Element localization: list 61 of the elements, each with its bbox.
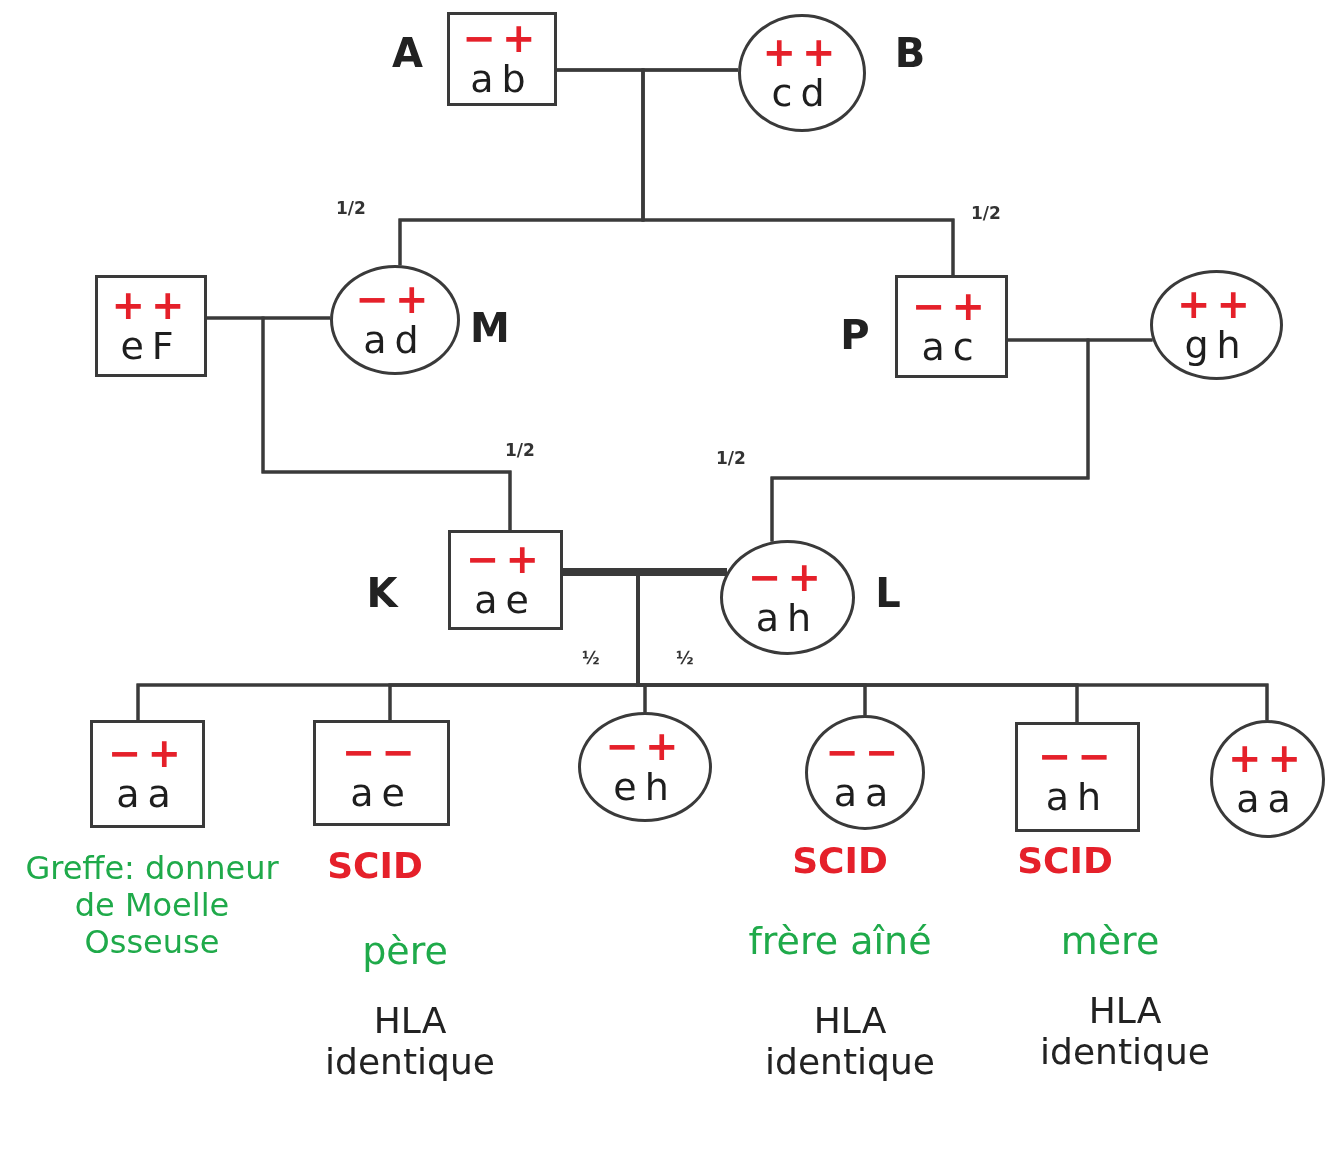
allele-letters: ah <box>1045 776 1110 818</box>
relation-label: père <box>361 930 449 974</box>
pedigree-line <box>641 68 955 275</box>
allele-letters: aa <box>116 773 179 815</box>
probability-label: ½ <box>582 648 600 668</box>
genotype-signs: −+ <box>912 285 991 326</box>
pedigree-square <box>90 720 205 828</box>
allele-letters: ae <box>474 579 537 621</box>
allele-letters: aa <box>1236 778 1299 820</box>
donor-note: Greffe: donneur de Moelle Osseuse <box>24 850 280 961</box>
allele-letters: ae <box>350 772 413 814</box>
probability-label: 1/2 <box>716 448 746 468</box>
allele-letters: eF <box>120 325 182 367</box>
allele-letters: cd <box>771 72 833 114</box>
genotype-signs: −+ <box>605 726 685 766</box>
hla-note: HLA identique <box>324 1000 496 1083</box>
genotype-signs: ++ <box>1228 738 1307 778</box>
allele-letters: ad <box>363 319 427 361</box>
pedigree-square <box>95 275 207 377</box>
diagnosis-label: SCID <box>1016 840 1114 882</box>
genotype-signs: −+ <box>108 733 187 773</box>
pedigree-square <box>895 275 1008 378</box>
genotype-signs: ++ <box>111 285 191 325</box>
genotype-signs: −+ <box>462 18 542 58</box>
allele-letters: gh <box>1184 324 1249 366</box>
diagnosis-label: SCID <box>791 840 889 882</box>
person-letter: M <box>469 305 511 351</box>
person-letter: B <box>893 30 927 76</box>
probability-label: ½ <box>676 648 694 668</box>
double-marriage-line <box>563 568 727 576</box>
allele-letters: ac <box>921 325 982 368</box>
genotype-signs: ++ <box>1177 284 1256 324</box>
genotype-signs: −+ <box>466 539 545 579</box>
person-letter: P <box>839 312 871 358</box>
person-letter: A <box>392 30 422 76</box>
genotype-signs: −− <box>825 731 905 772</box>
genotype-signs: −+ <box>748 556 827 597</box>
allele-letters: ab <box>470 58 534 100</box>
genotype-signs: −− <box>1038 736 1117 776</box>
person-letter: K <box>365 570 400 616</box>
genotype-signs: −− <box>342 732 421 772</box>
pedigree-line <box>261 316 512 530</box>
person-letter: L <box>874 570 902 616</box>
genotype-signs: −+ <box>355 279 435 319</box>
allele-letters: eh <box>613 766 677 808</box>
pedigree-square <box>448 530 563 630</box>
pedigree-square <box>313 720 450 826</box>
genotype-signs: ++ <box>762 32 842 72</box>
allele-letters: aa <box>833 771 897 814</box>
pedigree-line <box>770 338 1153 542</box>
probability-label: 1/2 <box>505 440 535 460</box>
relation-label: mère <box>1059 920 1161 964</box>
pedigree-square <box>1015 722 1140 832</box>
diagnosis-label: SCID <box>326 845 424 887</box>
pedigree-square <box>447 12 557 106</box>
hla-note: HLA identique <box>764 1000 936 1083</box>
hla-note: HLA identique <box>1039 990 1211 1073</box>
relation-label: frère aîné <box>747 920 933 964</box>
allele-letters: ah <box>755 596 820 639</box>
probability-label: 1/2 <box>336 198 366 218</box>
probability-label: 1/2 <box>971 203 1001 223</box>
